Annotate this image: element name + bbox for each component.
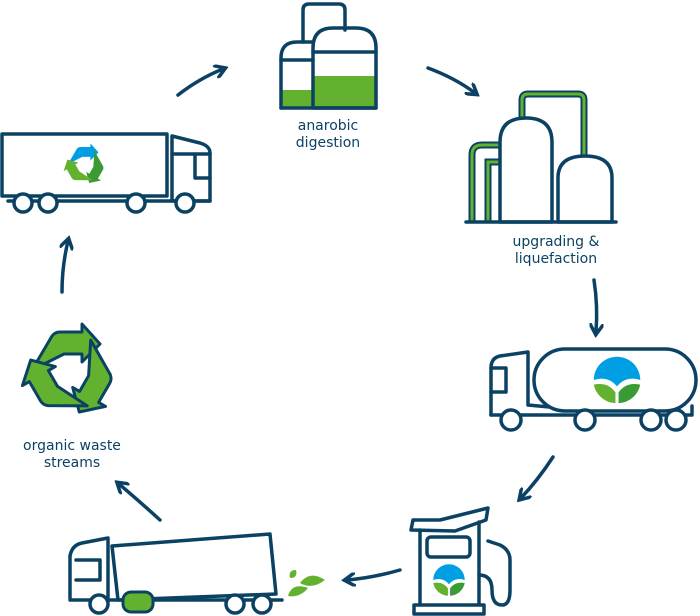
arrow-tanker-to-pump (521, 455, 555, 498)
arrow-truck-to-waste (119, 484, 162, 522)
recycle-symbol-icon (11, 322, 133, 431)
arrow-digestion-to-upgrading (426, 66, 475, 93)
leaf-icon (289, 570, 297, 578)
arrow-waste-to-truck (62, 241, 68, 294)
waste-label-1: organic waste (23, 438, 121, 454)
digestion-label-2: digestion (296, 135, 360, 151)
digester-tanks-icon (279, 2, 378, 110)
flow-arrows (62, 68, 597, 580)
arrow-truck-to-digestion (176, 69, 223, 97)
digestion-label-1: anarobic (298, 118, 359, 134)
lng-tanker-truck-icon (489, 347, 698, 432)
biofuel-truck-icon (68, 532, 325, 615)
fuel-pump-icon (409, 506, 512, 616)
arrow-upgrading-to-tanker (594, 278, 597, 332)
biogas-logo-icon (433, 564, 465, 596)
upgrading-plant-icon (464, 90, 618, 224)
upgrading-label-2: liquefaction (515, 251, 597, 267)
arrow-pump-to-truck (347, 568, 402, 580)
upgrading-label-1: upgrading & (513, 234, 600, 250)
recycle-truck-icon (0, 132, 212, 214)
waste-label-2: streams (44, 455, 100, 471)
leaf-icon (300, 575, 325, 586)
leaf-icon (288, 586, 308, 597)
